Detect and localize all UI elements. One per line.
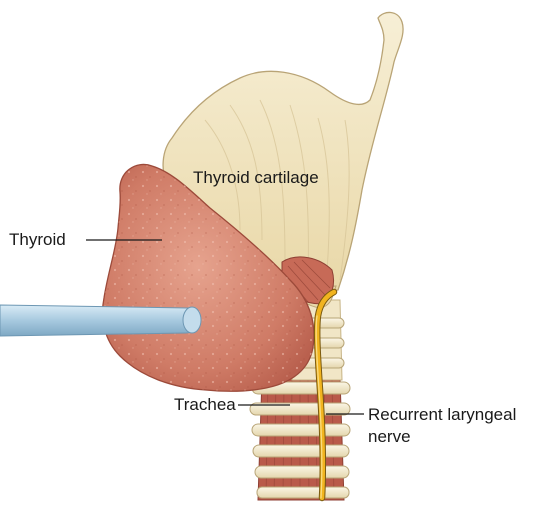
trachea-ring xyxy=(253,445,349,457)
label-nerve-group: Recurrent laryngeal nerve xyxy=(326,405,516,446)
label-thyroid-cartilage: Thyroid cartilage xyxy=(193,168,319,187)
trachea-ring xyxy=(257,487,349,498)
trachea-ring xyxy=(252,424,350,436)
retractor-instrument xyxy=(0,305,201,336)
label-trachea: Trachea xyxy=(174,395,236,414)
trachea-ring xyxy=(255,466,349,478)
label-recurrent-laryngeal-nerve-line2: nerve xyxy=(368,427,411,446)
label-thyroid: Thyroid xyxy=(9,230,66,249)
trachea-muscle-band xyxy=(258,378,344,500)
trachea xyxy=(250,378,350,500)
label-recurrent-laryngeal-nerve-line1: Recurrent laryngeal xyxy=(368,405,516,424)
